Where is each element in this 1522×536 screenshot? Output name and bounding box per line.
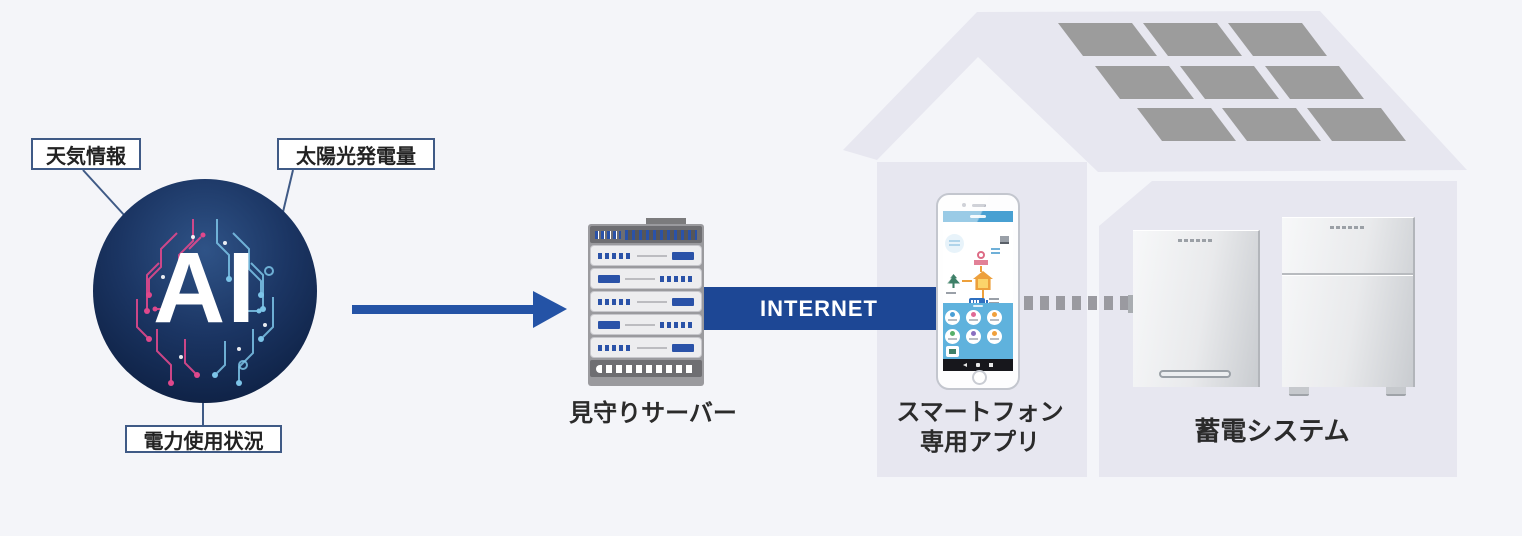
battery-value-text	[989, 298, 999, 300]
server-body	[588, 224, 704, 386]
solar-value-text	[991, 248, 1000, 250]
internet-band: INTERNET	[700, 287, 938, 330]
callout-weather-label: 天気情報	[46, 145, 126, 168]
tree-value-text	[946, 292, 956, 294]
smartphone-caption: スマートフォン 専用アプリ	[880, 398, 1080, 458]
callout-power-usage: 電力使用状況	[125, 425, 282, 453]
app-menu-button	[966, 310, 981, 325]
app-menu-button	[966, 329, 981, 344]
solar-panel-grid	[1058, 23, 1406, 141]
weather-status-icon	[945, 234, 964, 253]
app-main-panel	[943, 222, 1013, 308]
solar-callout-line	[282, 169, 294, 213]
server-unit-top	[590, 226, 702, 243]
flow-line	[982, 290, 984, 298]
app-screen	[943, 211, 1013, 371]
phone-navbar	[943, 359, 1013, 371]
server-caption: 見守りサーバー	[569, 400, 737, 427]
solar-value-text	[991, 252, 1000, 254]
server-unit	[590, 291, 702, 312]
callout-solar-label: 太陽光発電量	[296, 145, 416, 168]
callout-solar-generation: 太陽光発電量	[277, 138, 435, 170]
internet-label: INTERNET	[760, 295, 878, 321]
flow-line	[962, 280, 972, 282]
power-conditioner-unit	[1128, 230, 1260, 387]
ai-label: AI	[153, 231, 257, 344]
flow-line	[980, 266, 982, 272]
server-unit-vent	[590, 360, 702, 377]
app-menu-button	[987, 310, 1002, 325]
ai-brain-icon: AI	[93, 179, 317, 403]
tree-icon	[947, 274, 960, 288]
app-menu-button	[945, 310, 960, 325]
app-header-bar	[943, 211, 1013, 222]
app-mini-card	[946, 346, 959, 357]
smartphone-caption-line1: スマートフォン	[896, 399, 1064, 426]
speaker-icon	[972, 204, 986, 207]
battery-icon	[969, 298, 988, 307]
grid-icon	[1000, 236, 1009, 244]
circuit-traces	[136, 219, 274, 386]
brand-logo	[1329, 226, 1366, 229]
server-unit	[590, 337, 702, 358]
unit-foot	[1386, 387, 1406, 396]
app-menu-button	[987, 329, 1002, 344]
brand-logo	[1177, 239, 1214, 242]
unit-seam	[1282, 273, 1413, 275]
link-end-tab	[1128, 295, 1133, 313]
home-icon	[976, 363, 980, 367]
smartphone-icon	[936, 193, 1020, 390]
storage-battery-unit	[1282, 217, 1415, 396]
unit-handle	[1159, 370, 1231, 378]
unit-foot	[1289, 387, 1309, 396]
server-top-tab	[646, 218, 686, 225]
menu-icon	[989, 363, 993, 367]
battery-caption: 蓄電システム	[1194, 416, 1350, 446]
app-menu-button	[945, 329, 960, 344]
callout-usage-label: 電力使用状況	[143, 430, 264, 453]
drawer-handle	[973, 305, 983, 307]
back-icon	[963, 363, 967, 367]
server-unit	[590, 314, 702, 335]
sun-solar-icon	[974, 251, 988, 265]
home-button-icon	[972, 370, 987, 385]
house-icon	[973, 271, 993, 290]
wireless-dashed-line-icon	[1024, 296, 1136, 310]
callout-weather-info: 天気情報	[31, 138, 141, 170]
rack-server-icon	[588, 218, 704, 386]
app-menu-panel	[943, 303, 1013, 359]
right-arrow-icon	[352, 291, 567, 328]
smartphone-caption-line2: 専用アプリ	[920, 429, 1040, 456]
server-unit	[590, 245, 702, 266]
server-unit	[590, 268, 702, 289]
camera-icon	[962, 203, 966, 207]
weather-callout-line	[82, 169, 126, 217]
